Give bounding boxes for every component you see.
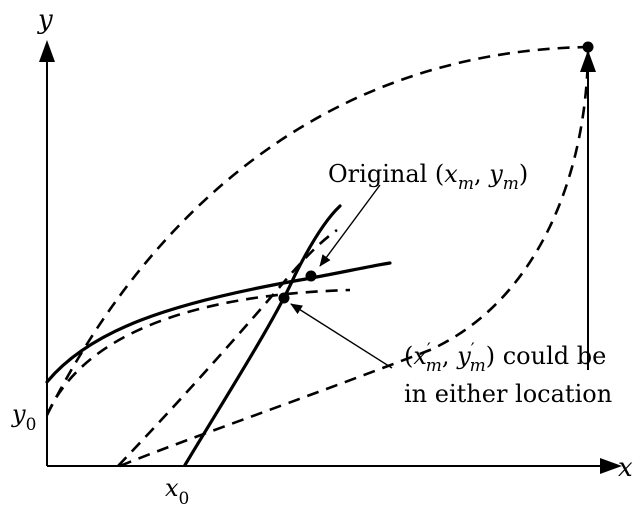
solid-curve-steep <box>183 204 342 467</box>
y-axis-arrowhead <box>39 40 55 62</box>
dashed-curve-lower-arc <box>45 288 351 416</box>
dashed-curve-lower-right <box>119 46 590 468</box>
original-pointer <box>319 184 381 267</box>
original-label: Original (xm, ym) <box>328 160 528 194</box>
alternate-label-line2: in either location <box>404 380 612 408</box>
alternate-pointer <box>290 303 393 369</box>
y-axis-label: y <box>37 5 53 35</box>
alternate-point <box>278 292 290 304</box>
x0-label: x0 <box>165 474 189 508</box>
far-point <box>582 41 594 53</box>
far-point-arrowhead <box>580 50 596 72</box>
dashed-curve-steep <box>117 228 338 467</box>
solid-curve-shallow <box>45 261 392 384</box>
dashed-curve-upper-arc <box>45 45 589 416</box>
x-axis-arrowhead <box>600 458 622 474</box>
alternate-label-line1: (x′m, y′m) could be <box>404 340 606 376</box>
original-point <box>305 270 317 282</box>
y0-label: y0 <box>11 400 36 435</box>
x-axis-label: x <box>618 453 633 483</box>
